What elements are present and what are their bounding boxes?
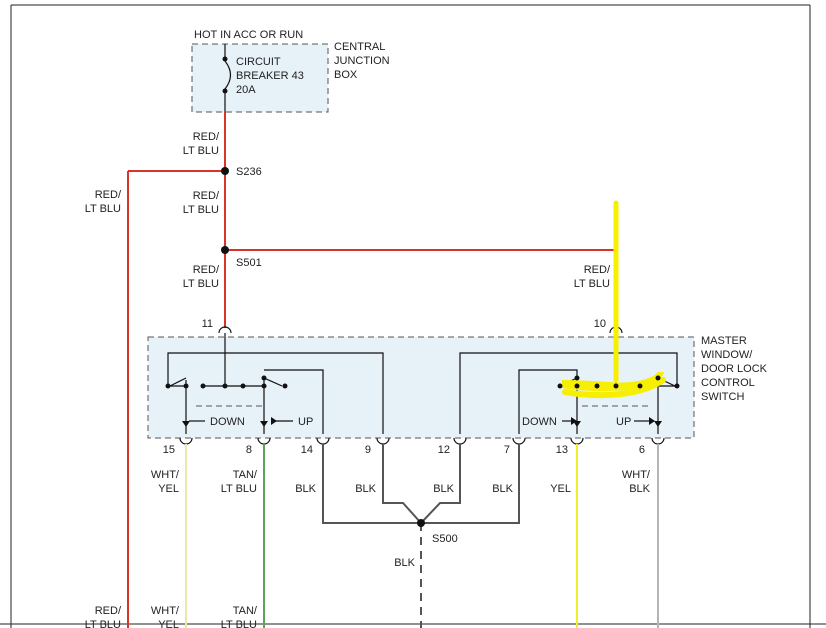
pin-6-label: 6	[639, 444, 645, 456]
junction-label-1: CENTRAL	[334, 41, 385, 53]
cb-label-3: 20A	[236, 84, 256, 96]
label-up-right: UP	[616, 416, 631, 428]
wire-label-whtblk-a: WHT/	[622, 469, 651, 481]
wire-label-whtblk-b: BLK	[629, 483, 650, 495]
circuit-breaker-symbol	[222, 44, 232, 112]
cb-label-1: CIRCUIT	[236, 56, 281, 68]
wire-label-red-5a: RED/	[584, 264, 611, 276]
wire-label-red-3a: RED/	[193, 190, 220, 202]
arrow-down-left-icon	[182, 421, 190, 427]
pin-10-label: 10	[594, 318, 606, 330]
right-switch-contacts	[557, 375, 680, 389]
pin-12-label: 12	[438, 444, 450, 456]
label-up-left: UP	[298, 416, 313, 428]
label-down-left: DOWN	[210, 416, 245, 428]
splice-s500-dot	[417, 519, 425, 527]
splice-s236-dot	[221, 167, 229, 175]
wire-label-whtyel-a: WHT/	[151, 469, 180, 481]
red-lt-blu-wire	[127, 112, 617, 628]
central-junction-box	[191, 43, 329, 113]
junction-label-3: BOX	[334, 69, 358, 81]
wire-label-blk-14: BLK	[295, 483, 316, 495]
arrow-right-up-icon	[649, 417, 655, 425]
wire-label-red-1a: RED/	[193, 131, 220, 143]
pin-7-label: 7	[504, 444, 510, 456]
wire-label-red-2a: RED/	[95, 189, 122, 201]
junction-label-2: JUNCTION	[334, 55, 390, 67]
switch-label-4: CONTROL	[701, 377, 755, 389]
splice-s236-label: S236	[236, 166, 262, 178]
switch-label-1: MASTER	[701, 335, 747, 347]
wire-label-blk-9: BLK	[355, 483, 376, 495]
bottom-connectors	[179, 437, 665, 445]
splice-s501-label: S501	[236, 257, 262, 269]
wire-label-whtyel-lower-a: WHT/	[151, 605, 180, 617]
arrow-down-left2-icon	[260, 421, 268, 427]
cb-label-2: BREAKER 43	[236, 70, 304, 82]
arrow-left-up-icon	[271, 417, 277, 425]
wire-label-tan-b: LT BLU	[221, 483, 257, 495]
wire-label-blk-7: BLK	[492, 483, 513, 495]
arrow-down-right-icon	[573, 421, 581, 427]
wire-label-red-4b: LT BLU	[183, 278, 219, 290]
wire-label-red-6b: LT BLU	[85, 619, 121, 628]
wire-label-whtyel-lower-b: YEL	[158, 619, 179, 628]
hot-label: HOT IN ACC OR RUN	[194, 29, 303, 41]
wire-label-red-6a: RED/	[95, 605, 122, 617]
pin-15-label: 15	[163, 444, 175, 456]
wire-label-blk-12: BLK	[433, 483, 454, 495]
wire-label-tan-lower-b: LT BLU	[221, 619, 257, 628]
splice-s500-label: S500	[432, 533, 458, 545]
pin-9-label: 9	[365, 444, 371, 456]
pin-8-label: 8	[246, 444, 252, 456]
connector-11	[218, 326, 232, 334]
wire-label-whtyel-b: YEL	[158, 483, 179, 495]
pin-14-label: 14	[301, 444, 313, 456]
pin-11-label: 11	[202, 318, 213, 330]
left-switch-contacts	[165, 375, 288, 389]
wire-label-tan-a: TAN/	[233, 469, 258, 481]
pin-13-label: 13	[556, 444, 568, 456]
wire-label-red-2b: LT BLU	[85, 203, 121, 215]
wire-label-red-3b: LT BLU	[183, 204, 219, 216]
splice-s501-dot	[221, 246, 229, 254]
wire-label-red-5b: LT BLU	[574, 278, 610, 290]
switch-label-3: DOOR LOCK	[701, 363, 768, 375]
wire-label-red-1b: LT BLU	[183, 145, 219, 157]
arrow-down-right2-icon	[654, 421, 662, 427]
wire-label-tan-lower-a: TAN/	[233, 605, 258, 617]
label-down-right: DOWN	[522, 416, 557, 428]
blk-ground-wires	[322, 444, 520, 628]
wire-label-yel: YEL	[550, 483, 571, 495]
switch-label-5: SWITCH	[701, 391, 744, 403]
wire-label-red-4a: RED/	[193, 264, 220, 276]
wire-label-blk-ground: BLK	[394, 557, 415, 569]
switch-label-2: WINDOW/	[701, 349, 753, 361]
